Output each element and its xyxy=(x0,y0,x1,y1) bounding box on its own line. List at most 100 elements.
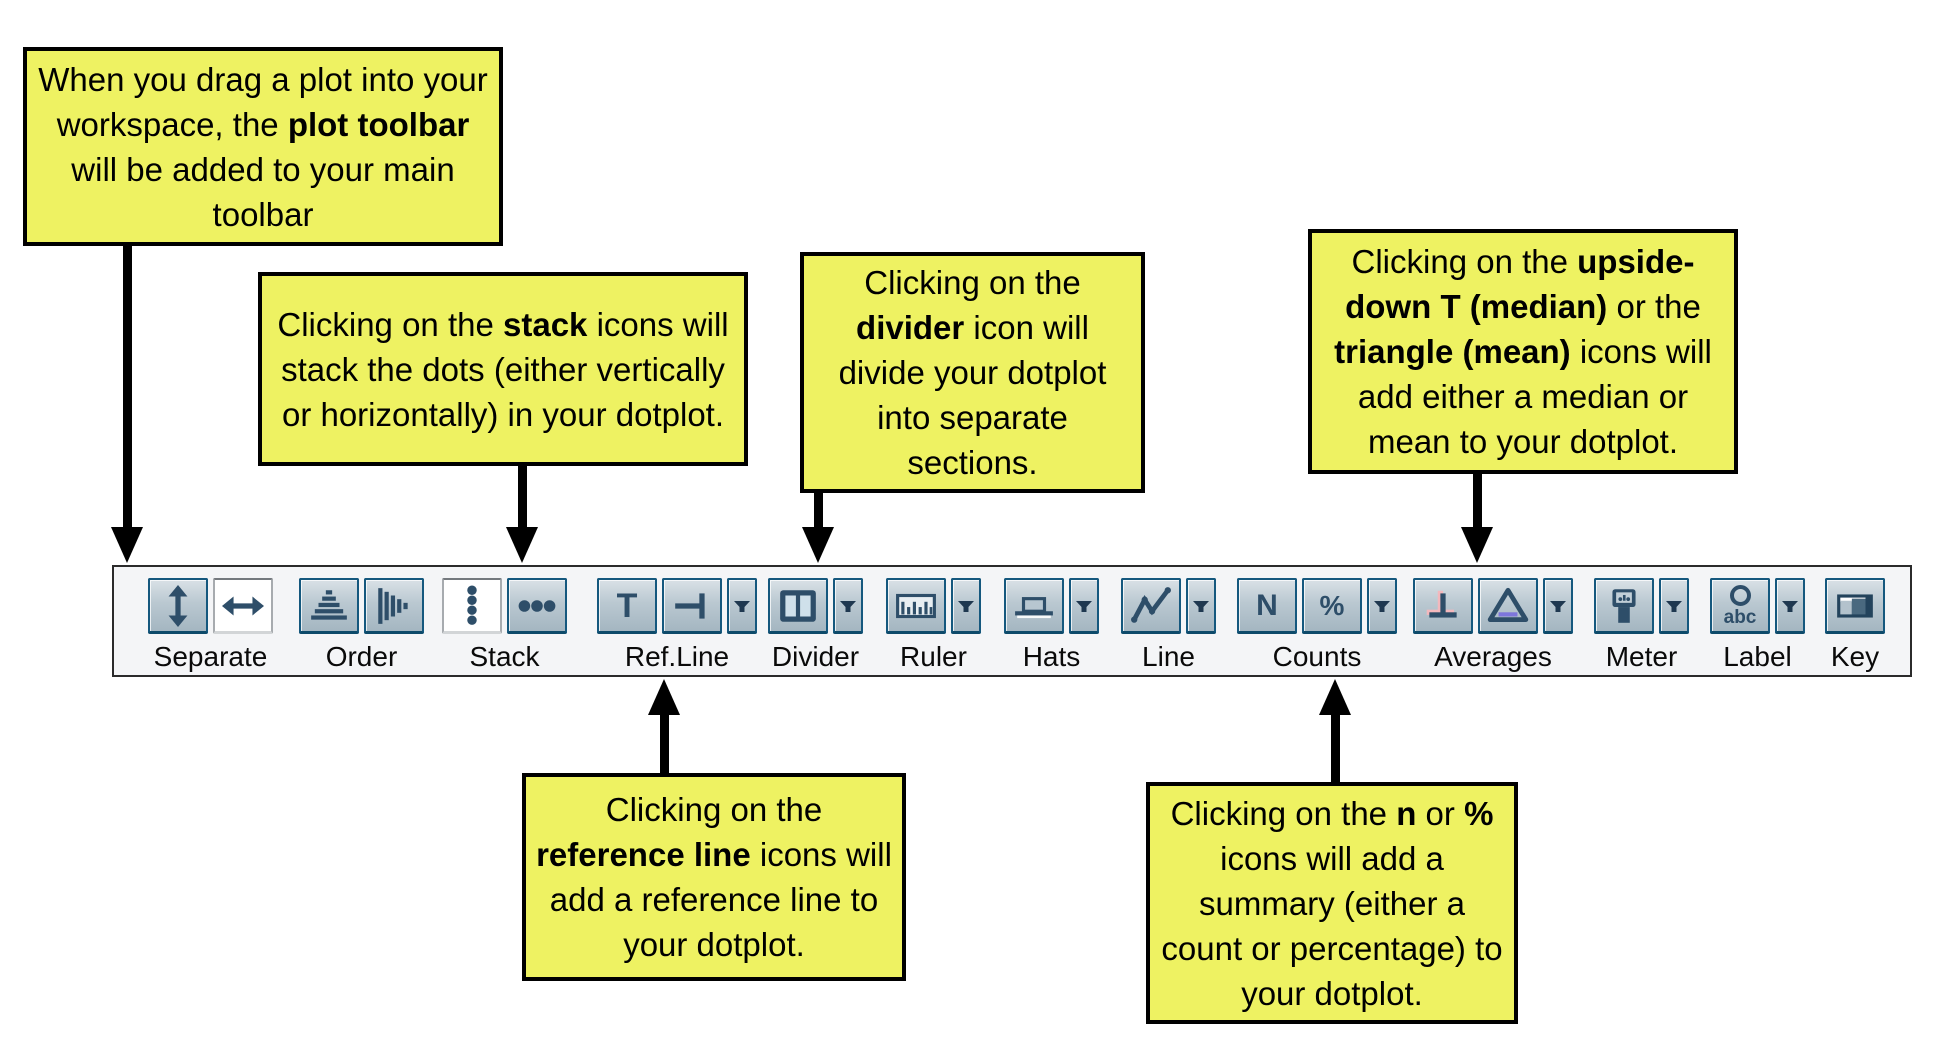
toolbar-group-stack: Stack xyxy=(442,578,567,673)
callout-text-segment-bold: % xyxy=(1464,794,1494,832)
counts-n-button[interactable]: N xyxy=(1237,578,1297,634)
callout-counts: Clicking on the n or % icons will add a … xyxy=(1146,782,1518,1024)
annotation-arrow-down-icon xyxy=(802,493,834,563)
counts-percent-button[interactable]: % xyxy=(1302,578,1362,634)
plot-toolbar: Separate Order xyxy=(112,565,1912,677)
averages-dropdown-button[interactable] xyxy=(1543,578,1573,634)
dropdown-funnel-icon xyxy=(1666,600,1682,612)
callout-text-segment-bold: divider xyxy=(856,309,965,346)
dropdown-funnel-icon xyxy=(1550,600,1566,612)
callout-reference-line: Clicking on the reference line icons wil… xyxy=(522,773,906,981)
hats-dropdown-button[interactable] xyxy=(1069,578,1099,634)
toolbar-group-label: Order xyxy=(325,641,398,672)
callout-text-segment: Clicking on the xyxy=(864,264,1081,301)
order-vertical-button[interactable] xyxy=(299,578,359,634)
toolbar-group-label: Separate xyxy=(153,641,268,672)
count-n-icon: N xyxy=(1256,588,1278,622)
arrows-vertical-icon xyxy=(168,584,188,627)
line-dropdown-button[interactable] xyxy=(1186,578,1216,634)
refline-vertical-button[interactable]: T xyxy=(597,578,657,634)
percent-icon: % xyxy=(1319,589,1345,621)
dropdown-funnel-icon xyxy=(958,600,974,612)
callout-text: When you drag a plot into your workspace… xyxy=(37,57,489,237)
annotation-arrow-up-icon xyxy=(648,679,680,773)
toolbar-group-meter: Meter xyxy=(1594,578,1689,673)
toolbar-group-label: Divider xyxy=(771,641,860,672)
toolbar-group-label: Averages xyxy=(1434,641,1552,672)
refline-dropdown-button[interactable] xyxy=(727,578,757,634)
callout-text-segment: or xyxy=(1416,794,1465,832)
toolbar-group-line: Line xyxy=(1121,578,1216,673)
annotation-arrow-down-icon xyxy=(111,246,143,563)
label-dropdown-button[interactable] xyxy=(1775,578,1805,634)
toolbar-group-refline: T Ref.Line xyxy=(597,578,757,673)
line-button[interactable] xyxy=(1121,578,1181,634)
callout-plot-toolbar: When you drag a plot into your workspace… xyxy=(23,47,503,246)
toolbar-group-order: Order xyxy=(299,578,424,673)
ruler-button[interactable] xyxy=(886,578,946,634)
divider-button[interactable] xyxy=(768,578,828,634)
separate-horizontal-button[interactable] xyxy=(213,578,273,634)
order-horizontal-button[interactable] xyxy=(364,578,424,634)
toolbar-group-divider: Divider xyxy=(768,578,863,673)
dropdown-funnel-icon xyxy=(1374,600,1390,612)
callout-text: Clicking on the n or % icons will add a … xyxy=(1160,791,1504,1016)
hats-button[interactable] xyxy=(1004,578,1064,634)
meter-dropdown-button[interactable] xyxy=(1659,578,1689,634)
toolbar-group-label: Ruler xyxy=(900,641,967,672)
callout-text-segment: When you drag a plot into your workspace… xyxy=(38,60,488,143)
toolbar-group-label: Hats xyxy=(1022,641,1081,672)
meter-button[interactable] xyxy=(1594,578,1654,634)
callout-text: Clicking on the upside-down T (median) o… xyxy=(1322,239,1724,464)
callout-text-segment-bold: reference line xyxy=(536,836,751,873)
toolbar-group-counts: N % Counts xyxy=(1237,578,1397,673)
averages-median-button[interactable] xyxy=(1413,578,1473,634)
counts-dropdown-button[interactable] xyxy=(1367,578,1397,634)
refline-horizontal-button[interactable] xyxy=(662,578,722,634)
stack-vertical-button[interactable] xyxy=(442,578,502,634)
callout-text-segment: icons will add a summary (either a count… xyxy=(1161,839,1503,1012)
toolbar-group-label-tool: abc Label xyxy=(1710,578,1805,673)
toolbar-group-separate: Separate xyxy=(148,578,273,673)
toolbar-group-label: Meter xyxy=(1605,641,1678,672)
hat-plot-icon xyxy=(1015,596,1053,618)
arrows-horizontal-icon xyxy=(222,596,264,615)
dropdown-funnel-icon xyxy=(840,600,856,612)
ruler-icon xyxy=(896,593,936,618)
two-panels-icon xyxy=(780,589,816,622)
toolbar-group-label: Label xyxy=(1723,641,1792,672)
callout-text: Clicking on the reference line icons wil… xyxy=(536,787,892,967)
averages-mean-button[interactable] xyxy=(1478,578,1538,634)
callout-text-segment: or the xyxy=(1607,288,1701,325)
separate-vertical-button[interactable] xyxy=(148,578,208,634)
cone-horizontal-icon xyxy=(378,587,408,624)
label-button[interactable]: abc xyxy=(1710,578,1770,634)
ruler-dropdown-button[interactable] xyxy=(951,578,981,634)
callout-text-segment: Clicking on the xyxy=(1170,794,1397,832)
callout-text-segment-bold: triangle (mean) xyxy=(1334,333,1571,370)
callout-text-segment-bold: n xyxy=(1396,794,1417,832)
callout-text: Clicking on the divider icon will divide… xyxy=(814,260,1131,485)
dot-column-icon xyxy=(467,585,477,625)
annotation-arrow-up-icon xyxy=(1319,679,1351,782)
meter-gauge-icon xyxy=(1612,588,1636,623)
callout-text-segment: Clicking on the xyxy=(605,791,823,828)
toolbar-group-hats: Hats xyxy=(1004,578,1099,673)
upside-down-T-median-icon xyxy=(1426,590,1457,618)
dot-row-icon xyxy=(518,599,556,612)
toolbar-group-label: Counts xyxy=(1272,641,1362,672)
dropdown-funnel-icon xyxy=(1782,600,1798,612)
divider-dropdown-button[interactable] xyxy=(833,578,863,634)
stack-horizontal-button[interactable] xyxy=(507,578,567,634)
toolbar-group-label: Key xyxy=(1830,641,1880,672)
toolbar-group-key: Key xyxy=(1825,578,1885,673)
callout-text-segment-bold: upside-down T (median) xyxy=(1345,243,1695,325)
toolbar-group-label: Ref.Line xyxy=(624,641,730,672)
callout-text-segment: icons will stack the dots (either vertic… xyxy=(281,305,729,433)
triangle-mean-icon xyxy=(1487,587,1529,622)
cone-vertical-icon xyxy=(311,589,347,620)
key-button[interactable] xyxy=(1825,578,1885,634)
dropdown-funnel-icon xyxy=(1076,600,1092,612)
toolbar-group-ruler: Ruler xyxy=(886,578,981,673)
